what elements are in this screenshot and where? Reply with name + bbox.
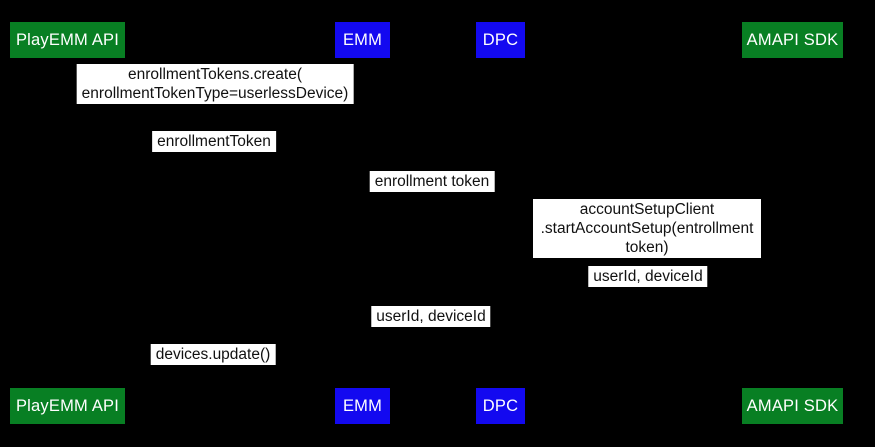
- message-enrollmenttokens-create: enrollmentTokens.create( enrollmentToken…: [76, 64, 354, 104]
- actor-dpc-bottom: DPC: [476, 388, 525, 424]
- message-userid-deviceid: userId, deviceId: [371, 306, 491, 327]
- message-userid-deviceid-return: userId, deviceId: [588, 266, 708, 287]
- message-enrollment-token: enrollment token: [369, 171, 495, 192]
- message-start-account-setup: accountSetupClient .startAccountSetup(en…: [533, 199, 761, 258]
- actor-playemm-api-top: PlayEMM API: [10, 22, 125, 58]
- message-enrollmenttoken-return: enrollmentToken: [152, 131, 276, 152]
- actor-amapi-sdk-top: AMAPI SDK: [742, 22, 843, 58]
- actor-emm-top: EMM: [335, 22, 390, 58]
- actor-emm-bottom: EMM: [335, 388, 390, 424]
- actor-dpc-top: DPC: [476, 22, 525, 58]
- message-devices-update: devices.update(): [150, 344, 276, 365]
- actor-amapi-sdk-bottom: AMAPI SDK: [742, 388, 843, 424]
- actor-playemm-api-bottom: PlayEMM API: [10, 388, 125, 424]
